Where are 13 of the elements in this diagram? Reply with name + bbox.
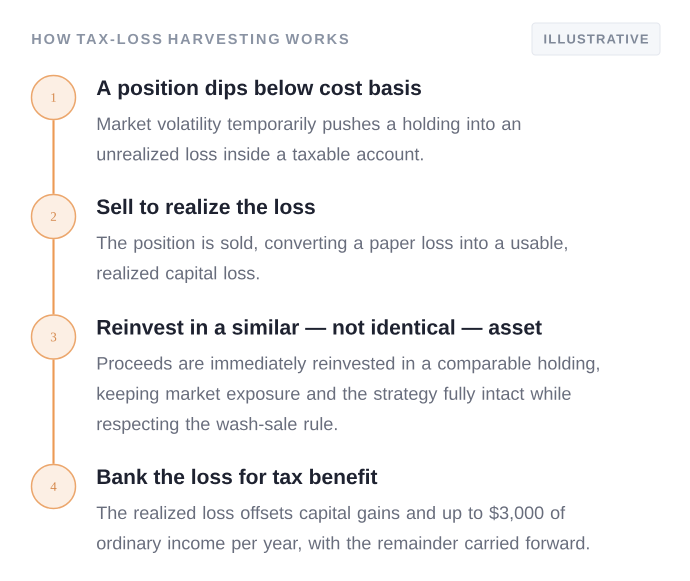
step-heading: Bank the loss for tax benefit bbox=[98, 468, 378, 484]
step-heading: A position dips below cost basis bbox=[96, 80, 421, 100]
title: HOW TAX-LOSS HARVESTING WORKS bbox=[32, 34, 348, 44]
step-heading: Sell to realize the loss bbox=[96, 198, 315, 214]
step-description: Market volatility temporarily pushes a holding into an unrealized loss inside a taxable account. bbox=[97, 116, 520, 160]
step-description: The realized loss offsets capital gains and up to $3,000 of ordinary income per year, with the remainder carried forward. bbox=[96, 506, 589, 554]
step-heading: Reinvest in a similar — not identical — asset bbox=[98, 319, 542, 335]
step-description: Proceeds are immediately reinvested in a comparable holding, keeping market exposure and the strategy fully intact while respecting the wash-sale rule. bbox=[97, 356, 599, 434]
connector-line bbox=[52, 360, 55, 464]
tag-badge: ILLUSTRATIVE bbox=[532, 22, 660, 56]
connector-line bbox=[52, 120, 55, 194]
connector-line bbox=[52, 239, 55, 314]
step-description: The position is sold, converting a paper loss into a usable, realized capital loss. bbox=[96, 236, 567, 284]
